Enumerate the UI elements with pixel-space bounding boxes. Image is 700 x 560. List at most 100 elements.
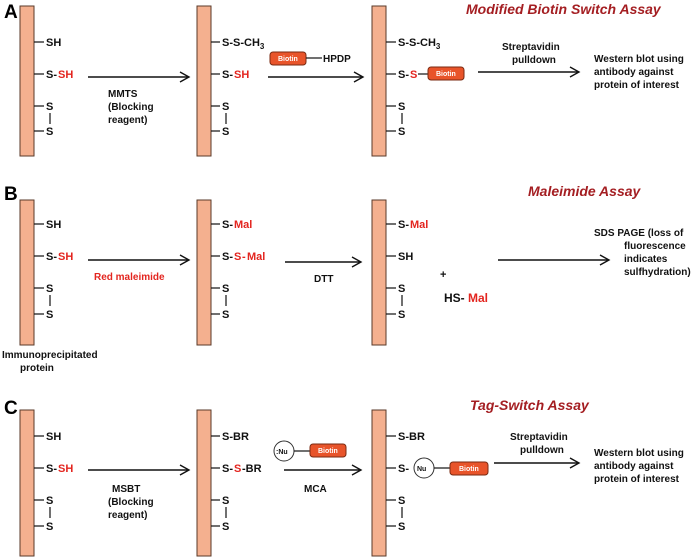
disulfide-s1: S [46,495,53,507]
protein-bar [371,409,387,557]
s-prefix: S- [46,463,57,475]
disulfide-s2: S [222,126,229,138]
maleimide-label: Mal [410,219,428,231]
protein-bar [196,5,212,157]
disulfide-s1: S [46,101,53,113]
s-prefix: S- [398,69,409,81]
result-line-2: fluorescence [624,241,686,252]
thiol-label: SH [398,251,413,263]
panel-a: A Modified Biotin Switch Assay SH S- SH … [4,1,684,157]
arrow-label-mca: MCA [304,484,327,495]
thiol-label: SH [46,431,61,443]
s-prefix: S- [222,69,233,81]
result-line-3: protein of interest [594,80,680,91]
panel-a-letter: A [4,2,18,23]
arrow-label-1: MMTS [108,89,138,100]
panel-b: B Maleimide Assay SH S- SH S S Immunopre… [2,183,691,374]
biotin-tag [309,443,347,458]
s-prefix: S- [46,251,57,263]
s-prefix: S- [222,251,233,263]
arrow-label-1: MSBT [112,484,140,495]
sbr-label: S-BR [222,431,249,443]
streptavidin-label: Streptavidin [502,42,560,53]
panel-b-letter: B [4,184,18,205]
disulfide-s1: S [398,495,405,507]
disulfide-s2: S [222,521,229,533]
maleimide-label: Mal [468,291,488,305]
disulfide-s1: S [222,283,229,295]
persulfide-s: S [234,463,241,475]
biotin-label: Biotin [436,71,456,78]
disulfide-s2: S [46,521,53,533]
persulfide-sh: SH [234,69,249,81]
result-line-1: Western blot using [594,448,684,459]
persulfide-sh: SH [58,69,73,81]
biotin-label: Biotin [459,466,479,473]
methyl-disulfide-label: S-S-CH3 [222,37,265,51]
disulfide-s1: S [398,101,405,113]
result-line-2: antibody against [594,67,674,78]
arrow-label-2: (Blocking [108,497,154,508]
panel-c-title: Tag-Switch Assay [470,397,590,413]
br-label: -BR [242,463,262,475]
disulfide-s2: S [398,521,405,533]
disulfide-s2: S [398,309,405,321]
s-prefix: S- [398,219,409,231]
s-prefix: S- [46,69,57,81]
hs-prefix: HS- [444,291,465,305]
result-line-3: protein of interest [594,474,680,485]
plus-sign: + [440,269,446,281]
persulfide-s: S [410,69,417,81]
protein-bar [196,409,212,557]
thiol-label: SH [46,37,61,49]
caption-line-1: Immunoprecipitated [2,350,98,361]
panel-a-title: Modified Biotin Switch Assay [466,1,662,17]
s-prefix: S- [398,463,409,475]
biotin-tag [449,461,489,476]
maleimide-label: Mal [234,219,252,231]
arrow-label-2: (Blocking [108,102,154,113]
result-line-4: sulfhydration) [624,267,691,278]
hpdp-label: HPDP [323,54,351,65]
arrow-label-dtt: DTT [314,274,333,285]
arrow-label-1: Red maleimide [94,272,165,283]
disulfide-s1: S [222,101,229,113]
disulfide-s1: S [46,283,53,295]
disulfide-s2: S [46,309,53,321]
disulfide-s1: S [398,283,405,295]
disulfide-s2: S [222,309,229,321]
panel-c-letter: C [4,398,18,419]
maleimide-label: Mal [247,251,265,263]
result-line-3: indicates [624,254,668,265]
nucleophile-label: :Nu [276,449,288,456]
persulfide-sh: SH [58,463,73,475]
methyl-disulfide-label: S-S-CH3 [398,37,441,51]
pulldown-label: pulldown [512,55,556,66]
arrow-label-3: reagent) [108,115,147,126]
disulfide-s2: S [46,126,53,138]
persulfide-sh: SH [58,251,73,263]
result-line-2: antibody against [594,461,674,472]
thiol-label: SH [46,219,61,231]
s-prefix: S- [222,219,233,231]
s-prefix: S- [222,463,233,475]
persulfide-s: S [234,251,241,263]
protein-bar [196,199,212,346]
protein-bar [371,199,387,346]
arrow-label-3: reagent) [108,510,147,521]
dash-label: - [242,251,246,263]
biotin-label: Biotin [318,448,338,455]
biotin-tag [427,66,465,81]
panel-c: C Tag-Switch Assay SH S- SH S S MSBT (Bl… [4,397,684,557]
disulfide-s1: S [222,495,229,507]
protein-bar [19,5,35,157]
result-line-1: SDS PAGE (loss of [594,228,684,239]
protein-bar [19,199,35,346]
panel-b-title: Maleimide Assay [528,183,642,199]
pulldown-label: pulldown [520,445,564,456]
caption-line-2: protein [20,363,54,374]
nucleophile-label: Nu [417,466,426,473]
streptavidin-label: Streptavidin [510,432,568,443]
result-line-1: Western blot using [594,54,684,65]
